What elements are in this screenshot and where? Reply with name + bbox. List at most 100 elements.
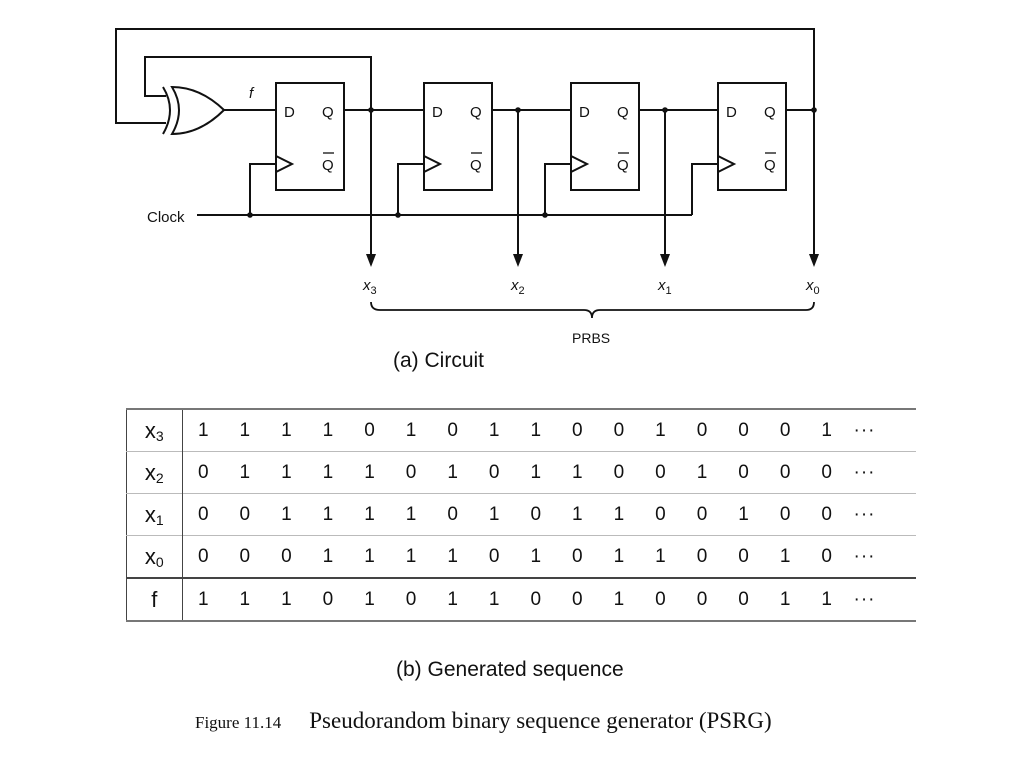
ff4-q-label: Q [764,104,776,121]
table-cell: 0 [738,461,749,483]
row-label: x1 [126,493,183,536]
table-cell: 1 [447,588,458,610]
clock-triangle-3 [570,155,590,173]
clock-branch-4 [691,163,718,215]
clock-branch-2 [397,163,424,215]
row-label-sub: 3 [155,427,164,444]
table-cell: 0 [197,545,209,567]
ff2-qbar-label: Q [470,157,482,174]
figure-caption: Figure 11.14 Pseudorandom binary sequenc… [195,708,772,734]
table-cell: 1 [364,503,375,525]
table-cell: 1 [779,545,791,567]
table-cell: 0 [364,419,375,441]
table-cell: 0 [821,545,832,567]
row-label: x0 [126,535,183,578]
row-label-var: f [151,586,158,612]
flipflop-4 [717,82,787,191]
table-cell: 0 [281,545,292,567]
table-cell: 0 [696,545,708,567]
table-cell: 1 [655,419,666,441]
table-cell: 1 [281,503,292,525]
table-cell: 1 [447,461,458,483]
ff4-d-label: D [726,104,737,121]
table-cell: 0 [821,503,832,525]
table-cell: 1 [488,419,500,441]
table-cell: 0 [447,419,458,441]
circuit-diagram: f D Q Q D Q Q D Q Q D Q Q Clock x3 x2 x1… [115,28,820,346]
ff1-d-label: D [284,104,295,121]
table-cell: 1 [738,503,749,525]
caption-circuit: (a) Circuit [393,349,485,372]
clock-branch-1 [249,163,276,215]
junction-dot [515,107,521,113]
table-cell: 1 [488,588,500,610]
arrow-x3 [366,254,376,267]
row-label: f [126,578,183,621]
flipflop-2 [423,82,493,191]
table-cell: 0 [696,503,708,525]
caption-generated-sequence: (b) Generated sequence [396,658,624,681]
table-cell: 0 [447,503,458,525]
table-cell: 0 [696,419,708,441]
table-cell: 0 [530,588,542,610]
table-cell: 1 [530,545,542,567]
output-label-x3: x3 [362,277,377,297]
table-cell: 1 [281,419,292,441]
table-cell: 1 [572,461,583,483]
table-cell: 1 [447,545,458,567]
table-cell: 1 [364,588,375,610]
arrow-x2 [513,254,523,267]
table-cell: 1 [655,545,666,567]
output-label-x1: x1 [657,277,672,297]
output-label-x2: x2 [510,277,525,297]
arrow-x0 [809,254,819,267]
ff3-q-label: Q [617,104,629,121]
table-cell: 0 [197,503,209,525]
junction-dot [368,107,374,113]
table-cell: 0 [405,461,417,483]
table-cell: 0 [488,545,500,567]
ff3-d-label: D [579,104,590,121]
table-cell: 1 [488,503,500,525]
row-label-var: x [144,459,156,485]
ellipsis: ··· [853,419,876,441]
table-cell: 0 [322,588,334,610]
table-cell: 1 [322,503,334,525]
ff2-q-label: Q [470,104,482,121]
clock-triangle-1 [275,155,295,173]
table-cell: 1 [197,588,209,610]
row-label: x3 [126,409,183,452]
table-cell: 0 [613,461,625,483]
table-cell: 1 [197,419,209,441]
ff4-qbar-label: Q [764,157,776,174]
table-cell: 1 [405,419,417,441]
row-label-var: x [144,543,156,569]
table-cell: 0 [738,588,749,610]
table-cell: 1 [322,545,334,567]
ff3-qbar-label: Q [617,157,629,174]
table-cell: 1 [364,461,375,483]
figure-title: Pseudorandom binary sequence generator (… [309,708,772,733]
table-cell: 0 [488,461,500,483]
ff1-q-label: Q [322,104,334,121]
clock-label: Clock [147,209,185,226]
clock-triangle-4 [717,155,737,173]
table-cell: 0 [197,461,209,483]
ellipsis: ··· [853,461,876,483]
table-cell: 1 [405,545,417,567]
clock-triangle-2 [423,155,443,173]
table-cell: 1 [281,461,292,483]
table-cell: 0 [530,503,542,525]
feedback-wire-x0 [115,28,815,124]
junction-dot [662,107,668,113]
table-cell: 0 [696,588,708,610]
table-cell: 1 [239,588,251,610]
row-label-sub: 2 [155,469,164,486]
table-cell: 0 [738,419,749,441]
table-cell: 0 [779,461,791,483]
